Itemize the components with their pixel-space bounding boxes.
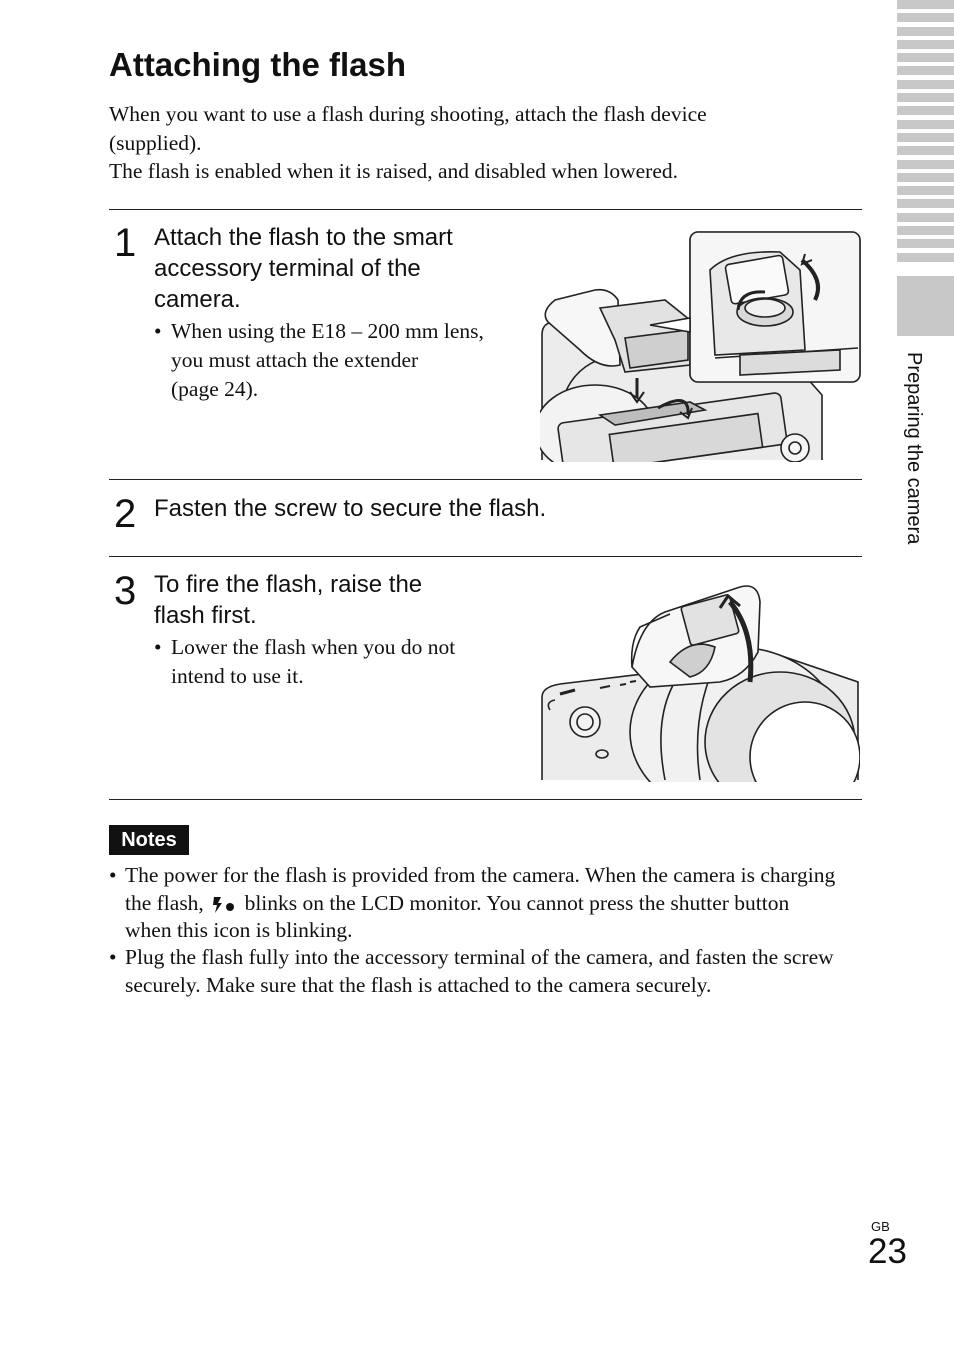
divider bbox=[109, 209, 862, 210]
side-tab-stripes bbox=[897, 0, 954, 266]
note-text: the flash, bbox=[125, 890, 204, 915]
step-1-bullet: • When using the E18 – 200 mm lens, you … bbox=[154, 317, 484, 404]
bullet-dot: • bbox=[154, 319, 162, 343]
divider bbox=[109, 799, 862, 800]
divider bbox=[109, 556, 862, 557]
bullet-line: (page 24). bbox=[171, 377, 259, 401]
note-line: The power for the flash is provided from… bbox=[125, 863, 836, 887]
intro-line: The flash is enabled when it is raised, … bbox=[109, 159, 678, 183]
bullet-line: When using the E18 – 200 mm lens, bbox=[171, 319, 484, 343]
step-line: camera. bbox=[154, 286, 241, 313]
step-number: 1 bbox=[114, 221, 137, 265]
note-item: • Plug the flash fully into the accessor… bbox=[109, 944, 861, 999]
step-line: Attach the flash to the smart bbox=[154, 224, 453, 251]
side-tab-active-block bbox=[897, 276, 954, 336]
bullet-line: Lower the flash when you do not bbox=[171, 635, 456, 659]
step-line: Fasten the screw to secure the flash. bbox=[154, 495, 547, 522]
flash-charging-icon bbox=[213, 896, 235, 913]
page-title: Attaching the flash bbox=[109, 46, 407, 83]
note-text: blinks on the LCD monitor. You cannot pr… bbox=[244, 890, 790, 915]
step-number: 2 bbox=[114, 492, 137, 536]
section-tab: Preparing the camera bbox=[899, 352, 929, 592]
region-code: GB bbox=[871, 1219, 890, 1234]
bullet-dot: • bbox=[154, 635, 162, 659]
bullet-line: you must attach the extender bbox=[171, 348, 419, 372]
section-tab-label: Preparing the camera bbox=[903, 352, 925, 545]
step-number: 3 bbox=[114, 569, 137, 613]
note-line: securely. Make sure that the flash is at… bbox=[125, 972, 712, 997]
intro-paragraph: When you want to use a flash during shoo… bbox=[109, 100, 809, 186]
step-line: flash first. bbox=[154, 602, 257, 629]
intro-line: (supplied). bbox=[109, 130, 202, 155]
intro-line: When you want to use a flash during shoo… bbox=[109, 102, 707, 126]
note-line: the flash, blinks on the LCD monitor. Yo… bbox=[109, 890, 861, 918]
bullet-line: intend to use it. bbox=[171, 664, 304, 688]
bullet-dot: • bbox=[109, 863, 117, 887]
notes-badge: Notes bbox=[109, 825, 189, 855]
flash-attach-illustration bbox=[540, 231, 861, 462]
note-line: when this icon is blinking. bbox=[125, 918, 353, 942]
step-line: To fire the flash, raise the bbox=[154, 571, 423, 598]
step-3-bullet: • Lower the flash when you do not intend… bbox=[154, 633, 455, 691]
divider bbox=[109, 479, 862, 480]
flash-raise-illustration bbox=[541, 585, 860, 782]
step-2-text: Fasten the screw to secure the flash. bbox=[154, 493, 546, 524]
step-3-text: To fire the flash, raise the flash first… bbox=[154, 569, 422, 631]
note-item: • The power for the flash is provided fr… bbox=[109, 862, 861, 945]
step-1-text: Attach the flash to the smart accessory … bbox=[154, 222, 453, 315]
bullet-dot: • bbox=[109, 945, 117, 969]
page-number: 23 bbox=[868, 1232, 907, 1271]
step-line: accessory terminal of the bbox=[154, 255, 421, 282]
note-line: Plug the flash fully into the accessory … bbox=[125, 945, 834, 969]
